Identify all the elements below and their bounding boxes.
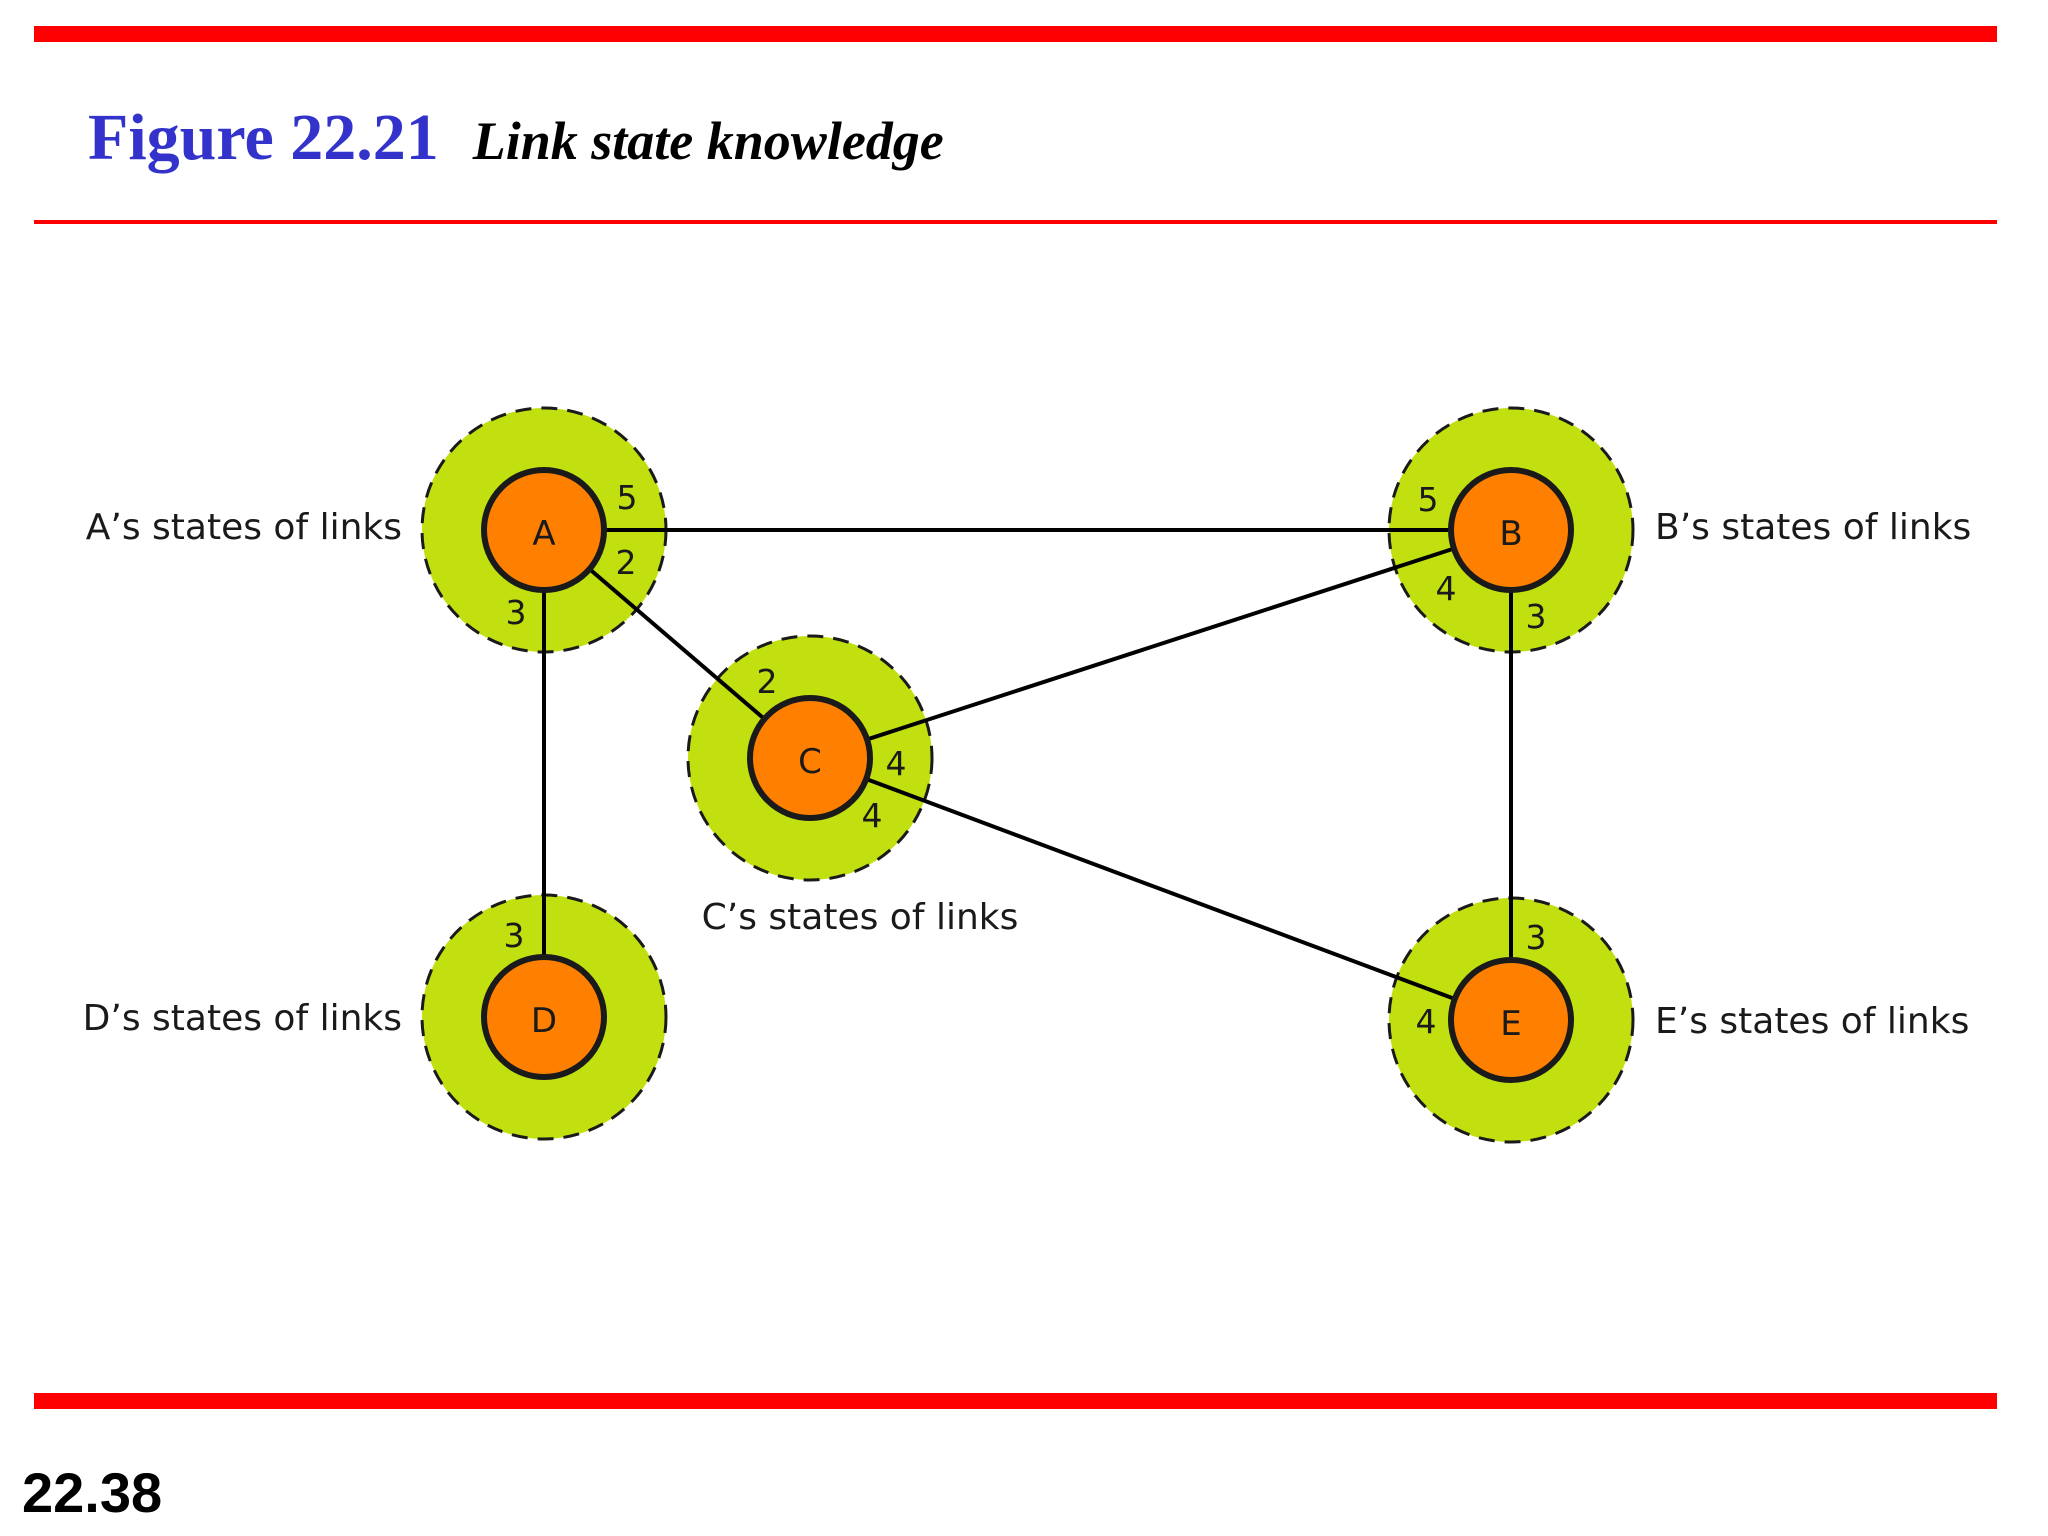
link-c-b: [809, 528, 1512, 760]
caption-c: C’s states of links: [702, 897, 1019, 938]
cost-a-c: 2: [616, 543, 637, 582]
figure-caption: Link state knowledge: [472, 111, 944, 171]
node-a-label: A: [532, 514, 555, 554]
cost-b-e: 3: [1526, 597, 1547, 636]
bottom-rule: [34, 1393, 1997, 1409]
node-e: [1448, 957, 1574, 1083]
cost-e-b: 3: [1526, 918, 1547, 957]
caption-b: B’s states of links: [1655, 507, 1971, 548]
header-rule: [34, 220, 1997, 224]
node-e-label: E: [1500, 1004, 1521, 1044]
caption-a: A’s states of links: [86, 507, 402, 548]
cost-d-a: 3: [504, 916, 525, 955]
node-b: [1448, 467, 1574, 593]
figure-number: Figure 22.21: [88, 101, 439, 174]
node-b-label: B: [1499, 514, 1522, 554]
caption-e: E’s states of links: [1655, 1001, 1969, 1042]
page-number: 22.38: [22, 1461, 163, 1524]
node-d: [481, 954, 607, 1080]
cost-c-e: 4: [862, 796, 883, 835]
link-c-e: [809, 756, 1512, 1022]
node-a: [481, 467, 607, 593]
node-c: [747, 695, 873, 821]
node-c-label: C: [798, 742, 822, 782]
cost-b-a: 5: [1418, 480, 1439, 519]
cost-a-d: 3: [506, 593, 527, 632]
node-d-label: D: [531, 1001, 557, 1041]
top-rule: [34, 26, 1997, 42]
cost-e-c: 4: [1416, 1002, 1437, 1041]
cost-c-a: 2: [757, 662, 778, 701]
caption-d: D’s states of links: [83, 998, 402, 1039]
cost-c-b: 4: [886, 744, 907, 783]
figure-title: Figure 22.21 Link state knowledge: [88, 100, 944, 176]
cost-a-b: 5: [617, 478, 638, 517]
cost-b-c: 4: [1436, 569, 1457, 608]
